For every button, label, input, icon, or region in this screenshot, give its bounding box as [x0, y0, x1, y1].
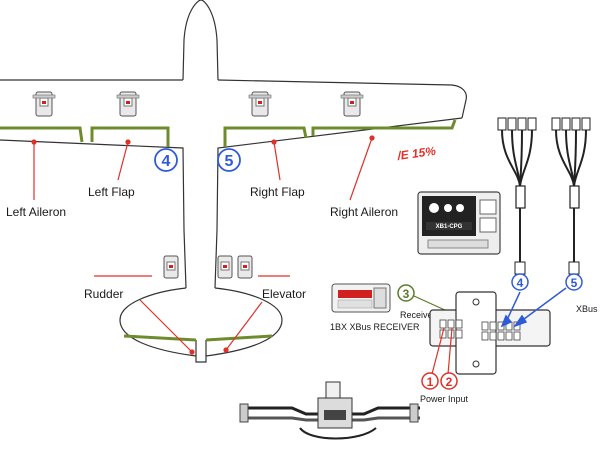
aircraft-outline — [0, 0, 467, 363]
fuselage-rear-left — [183, 229, 187, 289]
note-label: /E 15% — [395, 144, 437, 163]
label-left-flap: Left Flap — [88, 185, 135, 199]
marker-5-circle — [217, 148, 241, 172]
left-flap-surface — [90, 126, 170, 147]
label-right-aileron: Right Aileron — [330, 205, 398, 219]
power-input-markers: 1 2 Power Input — [420, 327, 469, 404]
xbus-arrows — [500, 287, 567, 328]
left-tailplane — [119, 287, 197, 357]
harness-marker-4 — [511, 273, 529, 291]
leader-dot — [189, 349, 195, 355]
xbus-harness-4 — [497, 117, 537, 275]
harness-marker-5-number: 5 — [571, 276, 578, 290]
marker-2-number: 2 — [446, 375, 453, 389]
label-right-flap: Right Flap — [250, 185, 305, 199]
power-cable-assembly — [239, 381, 420, 440]
leader-lines — [31, 135, 375, 355]
leader-right-flap — [273, 141, 281, 181]
servo-icon — [217, 255, 233, 279]
marker-4-number: 4 — [162, 153, 171, 170]
left-aileron-surface — [0, 126, 84, 143]
marker-4-circle — [154, 148, 178, 172]
leader-dot — [271, 139, 277, 145]
label-rudder: Rudder — [84, 287, 123, 301]
gear-icon — [429, 203, 464, 213]
label-xbus: XBus — [576, 304, 598, 314]
label-power-input: Power Input — [420, 394, 469, 404]
fuselage-nose — [183, 0, 219, 81]
servo-icon — [163, 255, 179, 279]
marker-1-circle — [421, 372, 439, 390]
tail-servos — [163, 255, 253, 279]
label-receiver-module: 1BX XBus RECEIVER — [330, 322, 420, 332]
harness-marker-5 — [565, 273, 583, 291]
leader-rudder — [139, 299, 193, 353]
fuselage-markers: 4 5 — [154, 148, 241, 172]
servo-icon — [116, 91, 140, 117]
marker-2-circle — [440, 372, 458, 390]
marker-3-number: 3 — [403, 287, 410, 301]
xbus-harness-5 — [551, 117, 591, 275]
leader-dot — [31, 139, 37, 145]
label-left-aileron: Left Aileron — [6, 205, 66, 219]
right-tailplane — [205, 287, 283, 357]
left-elevator-surface — [123, 334, 197, 342]
label-receiver: Receiver — [400, 310, 436, 320]
tail-cone — [195, 340, 207, 363]
surface-labels: Left Aileron Left Flap Right Flap Right … — [6, 144, 437, 301]
servo-icon — [248, 91, 272, 117]
leader-right-aileron — [349, 137, 373, 201]
fuselage-nose-left — [182, 39, 185, 81]
marker-1-number: 1 — [427, 375, 434, 389]
wing-servos — [32, 91, 364, 117]
hub-board — [429, 291, 551, 375]
leader-dot — [223, 347, 229, 353]
right-flap-surface — [223, 126, 308, 147]
servo-icon — [32, 91, 56, 117]
label-elevator: Elevator — [262, 287, 306, 301]
right-elevator-surface — [205, 334, 273, 342]
fuselage-rear-right — [214, 229, 218, 289]
harness-marker-4-number: 4 — [517, 276, 524, 290]
control-surfaces — [0, 119, 457, 342]
programmer-card: XB1-CPG — [417, 191, 501, 255]
right-wing-leading-edge — [217, 79, 467, 119]
arrow-5 — [519, 287, 567, 323]
right-aileron-surface — [311, 119, 457, 136]
programmer-model: XB1-CPG — [436, 224, 463, 230]
marker-3-circle — [397, 284, 415, 302]
servo-icon — [340, 91, 364, 117]
receiver-module — [331, 283, 391, 313]
leader-dot — [369, 135, 375, 141]
leader-left-flap — [117, 141, 129, 181]
left-wing-trailing-edge — [0, 139, 185, 231]
servo-icon — [237, 255, 253, 279]
leader-elevator — [225, 301, 263, 351]
arrow-4 — [505, 291, 521, 323]
marker-5-number: 5 — [225, 153, 234, 170]
leader-dot — [125, 139, 131, 145]
